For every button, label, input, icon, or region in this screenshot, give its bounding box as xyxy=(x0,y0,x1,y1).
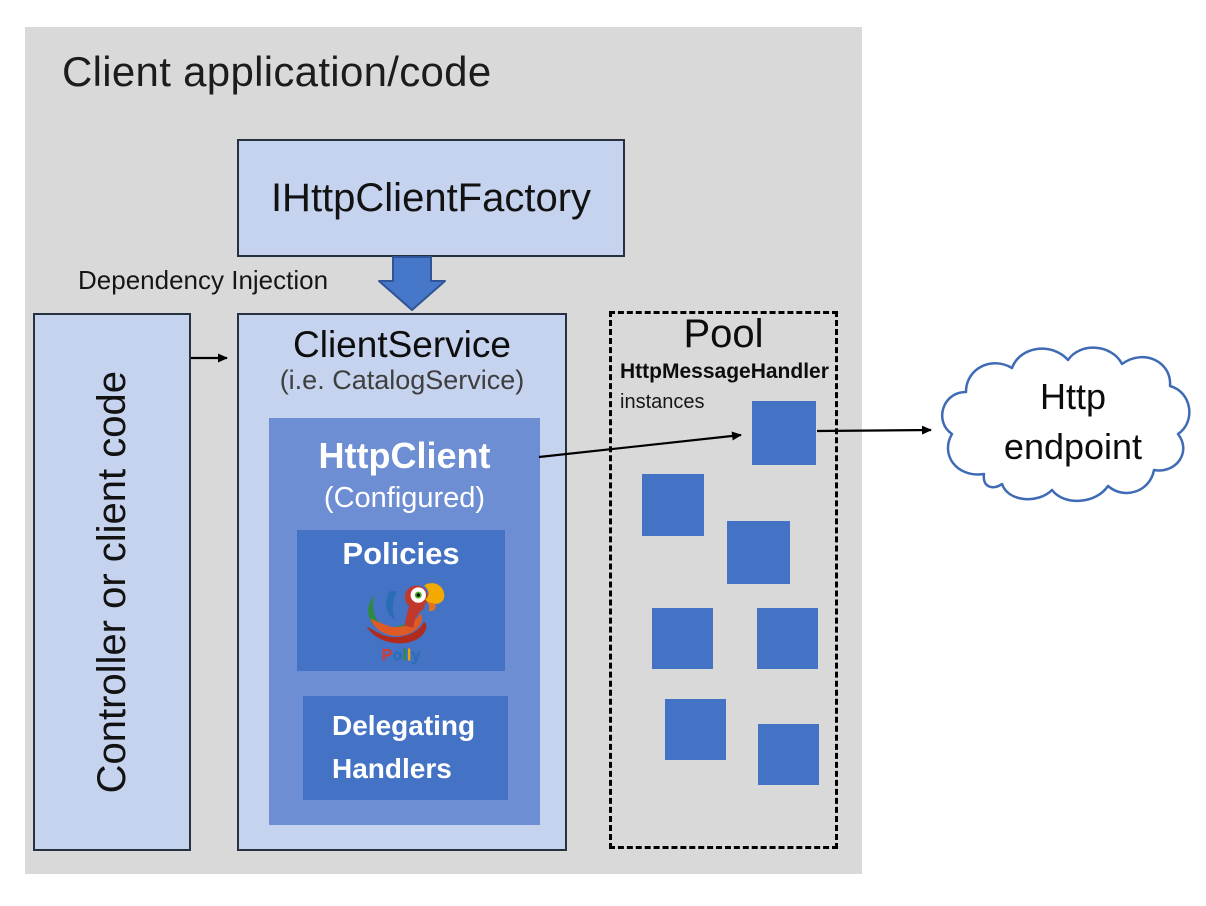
pool-instances-label: instances xyxy=(620,391,705,413)
polly-body-red xyxy=(366,621,427,644)
ihttpclientfactory-label: IHttpClientFactory xyxy=(270,175,592,220)
handler-instance-square xyxy=(642,474,704,536)
polly-parrot-logo: Polly xyxy=(366,583,445,664)
pool-box: Pool HttpMessageHandler instances xyxy=(609,311,838,849)
delegating-handlers-label: Delegating Handlers xyxy=(332,710,476,784)
cloud-shape xyxy=(941,346,1191,503)
policies-box: Policies Polly xyxy=(297,530,505,671)
polly-wordmark: Polly xyxy=(381,646,420,664)
policies-title: Policies xyxy=(342,536,460,571)
handler-instance-square xyxy=(752,401,816,465)
handler-instance-square xyxy=(758,724,819,785)
http-endpoint-cloud xyxy=(928,334,1204,526)
httpclient-box: HttpClient (Configured) Policies xyxy=(269,418,540,825)
handler-instance-square xyxy=(652,608,713,669)
polly-wing-orange xyxy=(370,613,423,636)
pool-type-label: HttpMessageHandler xyxy=(620,360,829,383)
handler-instance-square xyxy=(757,608,818,669)
polly-wing-blue xyxy=(386,591,398,621)
handler-instance-square xyxy=(665,699,726,760)
httpclient-title: HttpClient xyxy=(318,435,491,476)
pool-title: Pool xyxy=(683,312,764,356)
dependency-injection-label: Dependency Injection xyxy=(78,265,329,295)
httpclient-subtitle: (Configured) xyxy=(323,482,486,514)
clientservice-subtitle: (i.e. CatalogService) xyxy=(279,365,525,395)
delegating-handlers-box: Delegating Handlers xyxy=(303,696,508,800)
http-endpoint-label: Http endpoint xyxy=(1003,376,1143,467)
handler-instance-square xyxy=(727,521,790,584)
page-title: Client application/code xyxy=(62,48,492,95)
polly-beak-tip xyxy=(426,601,436,611)
clientservice-box: ClientService (i.e. CatalogService) Http… xyxy=(237,313,567,851)
controller-box: Controller or client code xyxy=(33,313,191,851)
polly-pupil xyxy=(416,593,421,597)
controller-label: Controller or client code xyxy=(89,370,134,794)
clientservice-title: ClientService xyxy=(293,324,511,365)
ihttpclientfactory-box: IHttpClientFactory xyxy=(237,139,625,257)
